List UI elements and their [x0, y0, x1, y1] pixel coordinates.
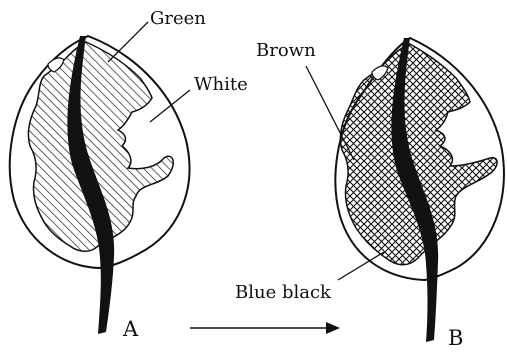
brown-label: Brown: [256, 40, 316, 61]
green-label: Green: [150, 8, 206, 29]
right-arrow-icon: [190, 322, 340, 334]
white-label: White: [194, 74, 248, 95]
leaf-b: B: [335, 38, 503, 350]
leaf-a-label: A: [122, 317, 139, 341]
leaf-b-label: B: [448, 326, 463, 350]
green-leader-line: [108, 22, 148, 62]
leaf-a: A: [10, 36, 190, 341]
blue-black-label: Blue black: [235, 282, 332, 303]
